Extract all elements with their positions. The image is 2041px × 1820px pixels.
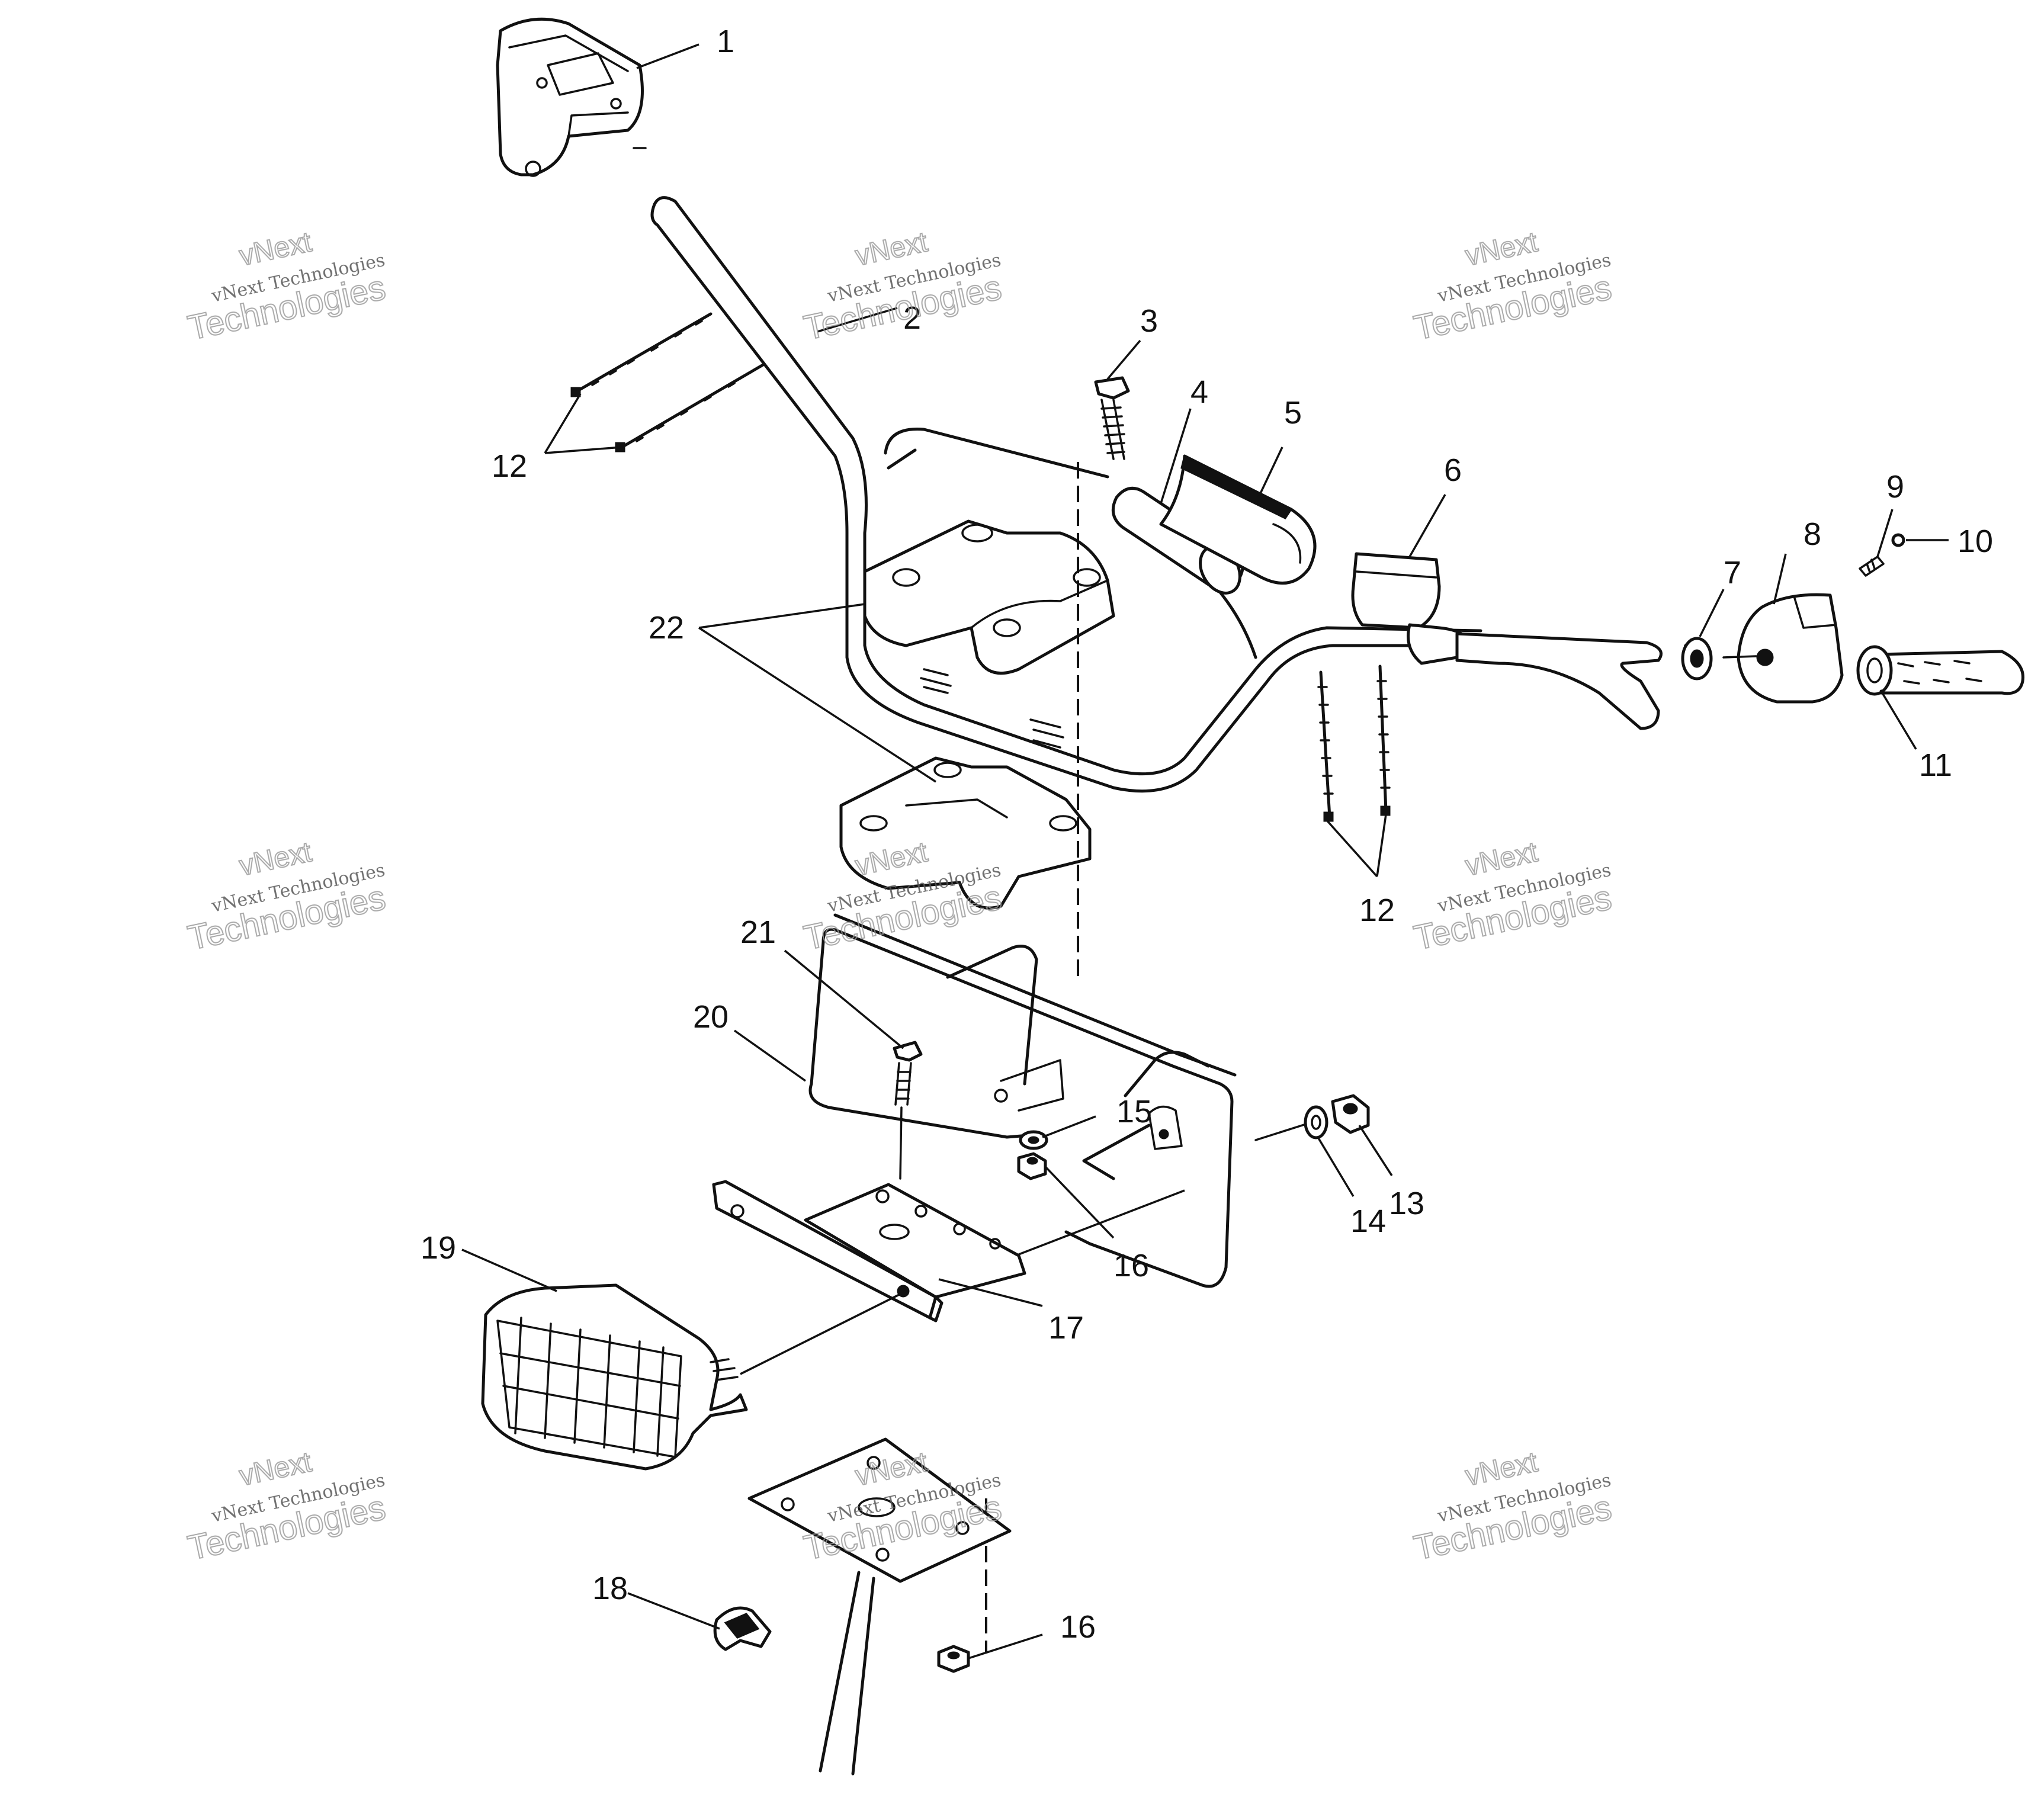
watermark-9: vNext vNext Technologies Technologies bbox=[1410, 1446, 1616, 1568]
watermark-text-top: vNext bbox=[1463, 226, 1541, 272]
part-1-switch-housing bbox=[496, 17, 647, 177]
callout-19: 19 bbox=[421, 1230, 456, 1266]
part-20-headlight-frame bbox=[808, 913, 1237, 1288]
watermark-3: vNext vNext Technologies Technologies bbox=[1410, 226, 1616, 348]
callout-21: 21 bbox=[740, 914, 776, 950]
callout-8: 8 bbox=[1803, 516, 1821, 552]
watermark-2: vNext vNext Technologies Technologies bbox=[800, 226, 1006, 348]
part-13-nut bbox=[1331, 1094, 1370, 1134]
callout-17: 17 bbox=[1048, 1310, 1084, 1346]
part-22-clamp-lower bbox=[839, 756, 1092, 910]
callout-3: 3 bbox=[1140, 303, 1158, 339]
part-18-clip bbox=[713, 1606, 772, 1651]
callout-16-lower: 16 bbox=[1060, 1609, 1096, 1645]
callout-16-upper: 16 bbox=[1113, 1248, 1149, 1283]
part-11-grip bbox=[1856, 645, 2025, 696]
watermark-6: vNext vNext Technologies Technologies bbox=[1410, 836, 1616, 958]
callout-10: 10 bbox=[1957, 524, 1993, 559]
callout-6: 6 bbox=[1444, 452, 1462, 488]
callout-4: 4 bbox=[1190, 374, 1208, 410]
callout-11: 11 bbox=[1919, 747, 1952, 783]
callout-labels: 1 2 3 4 5 6 7 8 9 10 11 12 12 13 14 15 1… bbox=[421, 24, 1993, 1645]
callout-13: 13 bbox=[1389, 1186, 1424, 1221]
watermark-text-top: vNext bbox=[237, 836, 315, 882]
watermark-1: vNext vNext Technologies Technologies bbox=[184, 226, 390, 348]
part-3-bolt bbox=[1094, 376, 1130, 460]
part-21-bolt bbox=[893, 1041, 923, 1180]
watermarks: vNext vNext Technologies Technologies vN… bbox=[184, 226, 1616, 1568]
fastener-axis-13-14 bbox=[1254, 1123, 1307, 1141]
part-14-washer bbox=[1304, 1105, 1328, 1139]
steering-stem-plate bbox=[747, 1437, 1012, 1776]
leader-lines bbox=[461, 43, 1949, 1659]
watermark-7: vNext vNext Technologies Technologies bbox=[184, 1446, 390, 1568]
part-5-sleeve bbox=[1159, 454, 1317, 585]
part-6-master-cylinder bbox=[1351, 552, 1663, 730]
part-19-headlight bbox=[481, 1283, 907, 1471]
callout-1: 1 bbox=[717, 24, 734, 59]
callout-9: 9 bbox=[1886, 469, 1904, 505]
part-10-small-nut bbox=[1891, 533, 1905, 547]
watermark-4: vNext vNext Technologies Technologies bbox=[184, 836, 390, 958]
watermark-text-top: vNext bbox=[1463, 836, 1541, 882]
watermark-text-top: vNext bbox=[237, 1446, 315, 1492]
callout-5: 5 bbox=[1284, 395, 1302, 431]
callout-14: 14 bbox=[1350, 1203, 1386, 1239]
part-7-bushing bbox=[1681, 637, 1713, 681]
callout-18: 18 bbox=[592, 1571, 628, 1606]
part-22-clamp-upper bbox=[863, 519, 1115, 675]
watermark-text-top: vNext bbox=[1463, 1446, 1541, 1492]
part-8-throttle-housing bbox=[1722, 593, 1844, 704]
part-12-cable-ties-right bbox=[1317, 665, 1391, 822]
callout-20: 20 bbox=[693, 999, 729, 1035]
callout-15: 15 bbox=[1116, 1094, 1152, 1129]
part-12-cable-ties-left bbox=[570, 312, 766, 452]
part-15-washer bbox=[1019, 1130, 1048, 1150]
watermark-text-top: vNext bbox=[853, 226, 930, 272]
part-2-handlebar bbox=[650, 196, 1482, 793]
callout-2: 2 bbox=[903, 300, 921, 336]
part-16-nut-upper bbox=[1017, 1152, 1047, 1180]
callout-12-right: 12 bbox=[1359, 893, 1395, 928]
callout-7: 7 bbox=[1724, 555, 1741, 590]
watermark-text-top: vNext bbox=[237, 226, 315, 272]
part-17-mounting-plate bbox=[712, 1180, 1185, 1323]
callout-12-left: 12 bbox=[492, 448, 527, 484]
part-16-nut-lower bbox=[937, 1645, 970, 1673]
part-9-screw bbox=[1859, 556, 1885, 577]
callout-22: 22 bbox=[649, 610, 684, 646]
